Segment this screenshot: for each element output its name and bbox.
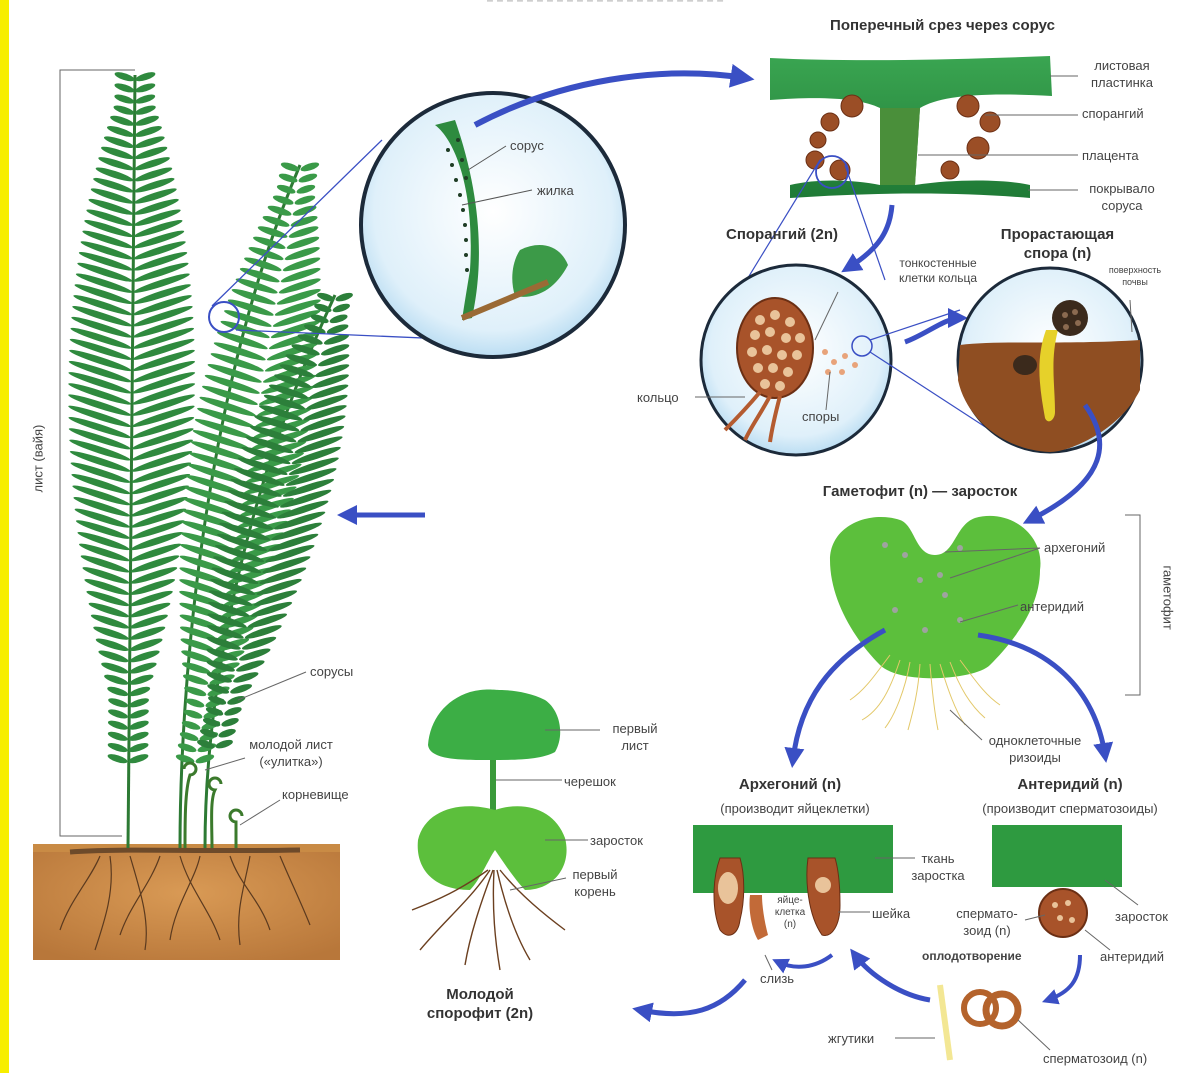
pinna-zoom-lens [361,93,625,357]
fern-croziers [184,763,242,848]
label-sori: сорусы [310,663,353,680]
label-vein: жилка [537,182,574,199]
label-sperm-in-antheridium: сперматo- зоид (n) [948,905,1026,939]
label-neck: шейка [872,905,910,922]
rhizome-line [70,850,300,852]
label-flagella: жгутики [828,1030,874,1047]
label-prothallus: заросток [1115,908,1168,925]
label-leaf-blade: листовая пластинка [1072,57,1172,91]
title-gametophyte: Гаметофит (n) — заросток [780,482,1060,501]
label-sorus: сорус [510,137,544,154]
label-archegonium-small: архегоний [1044,539,1105,556]
gametophyte-bracket [1125,515,1140,695]
label-produces-eggs: (производит яйцеклетки) [690,800,900,817]
label-thin-wall-cells: тонкостенные клетки кольца [878,256,998,286]
zoom-line-top [212,140,382,306]
sporophyte-prothallus [418,806,567,890]
label-fertilization: оплодотворение [922,948,1022,965]
label-leaf-frond: лист (вайя) [31,413,46,493]
title-young-sporophyte: Молодой спорофит (2n) [400,985,560,1023]
label-rhizome: корневище [282,786,349,803]
label-first-root: первый корень [560,866,630,900]
arrow-fertilization [855,955,930,1000]
arrow-to-sprouting-spore [905,318,960,342]
label-young-leaf: молодой лист («улитка») [236,736,346,770]
label-mucus: слизь [760,970,794,987]
arrow-sperm-release [1048,955,1080,1000]
top-cut-off-text: – – – – – – – – – – – – – – – – – – – – … [300,0,910,10]
spore-coat-small [1013,355,1037,375]
label-spores: споры [802,408,839,425]
label-first-leaf: первый лист [595,720,675,754]
label-sporangium-small: спорангий [1082,105,1144,122]
label-egg-cell: яйце- клетка (n) [765,895,815,931]
label-produces-sperm: (производит сперматозоиды) [955,800,1185,817]
label-prothallus-tissue: ткань заростка [898,850,978,884]
arrow-mucus [778,955,832,967]
label-rhizoids: одноклеточные ризоиды [970,732,1100,766]
label-spermatozoid: сперматозоид (n) [1043,1050,1147,1067]
title-archegonium: Архегоний (n) [710,775,870,794]
prothallus-body [830,516,1040,678]
label-antheridium-lower: антеридий [1100,948,1164,965]
soil-block [33,848,340,960]
label-gametophyte-vertical: гаметофит [1161,566,1176,646]
antheridium-sac [1039,889,1087,937]
arrow-to-young-sporophyte [640,980,745,1014]
title-sorus-section: Поперечный срез через сорус [785,16,1100,35]
sorus-cross-section [770,56,1078,198]
antheridium-tissue [992,825,1122,887]
label-indusium: покрывало соруса [1072,180,1172,214]
title-sporangium: Спорангий (2n) [712,225,852,244]
label-placenta: плацента [1082,147,1139,164]
leader-rhizome [240,800,280,825]
sporangium-lens [695,265,891,455]
label-ring: кольцо [637,389,679,406]
label-antheridium-small: антеридий [1020,598,1084,615]
label-soil-surface: поверхность почвы [1100,264,1170,288]
first-leaf [428,690,560,761]
sprouting-spore-lens [958,268,1142,452]
young-sporophyte [412,690,600,971]
title-antheridium: Антеридий (n) [990,775,1150,794]
label-prothallus-sporophyte: заросток [590,832,643,849]
spore-coat [1052,300,1088,336]
label-petiole: черешок [564,773,616,790]
